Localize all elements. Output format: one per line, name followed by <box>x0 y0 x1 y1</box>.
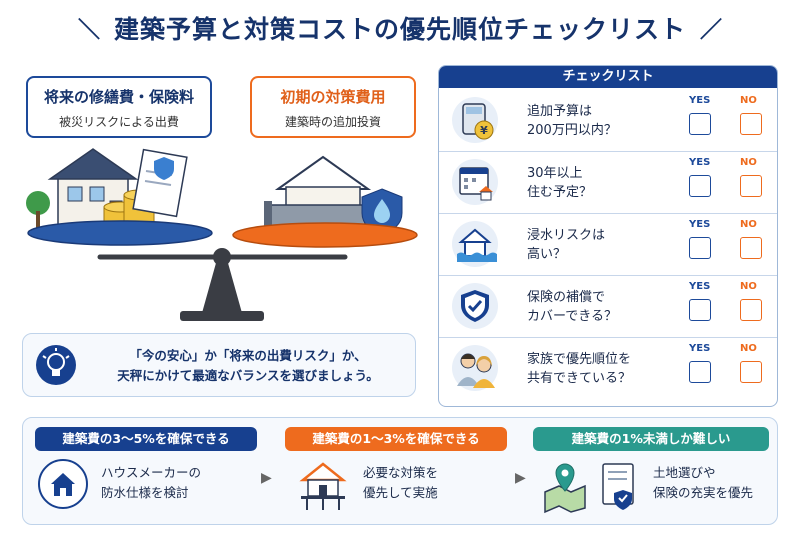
no-checkbox[interactable] <box>740 361 762 383</box>
option-description: ハウスメーカーの 防水仕様を検討 <box>101 463 201 503</box>
svg-text:¥: ¥ <box>480 124 488 137</box>
yes-checkbox[interactable] <box>689 299 711 321</box>
left-decoration-icon: ＼ <box>77 18 100 43</box>
question-line-1: 家族で優先順位を <box>527 352 632 367</box>
no-checkbox[interactable] <box>740 113 762 135</box>
checklist-panel: チェックリスト ¥ 追加予算は 200万円以内？ YES NO <box>438 65 778 407</box>
initial-cost-subtitle: 建築時の追加投資 <box>284 115 381 129</box>
water-shield-icon <box>361 188 403 236</box>
no-label: NO <box>740 219 757 230</box>
option-line-2: 保険の充実を優先 <box>653 485 754 500</box>
option-line-1: 土地選びや <box>653 465 716 480</box>
checklist-header: チェックリスト <box>439 66 777 88</box>
calculator-yen-icon: ¥ <box>452 97 498 143</box>
budget-option-label: 建築費の1〜3%を確保できる <box>285 427 507 451</box>
balance-scale-illustration <box>26 148 418 321</box>
option-description: 土地選びや 保険の充実を優先 <box>653 463 753 503</box>
advice-box: 「今の安心」か「将来の出費リスク」か、 天秤にかけて最適なバランスを選びましょう… <box>22 333 416 397</box>
checklist-question: 追加予算は 200万円以内？ <box>527 102 667 140</box>
option-line-2: 防水仕様を検討 <box>101 485 189 500</box>
house-badge-icon <box>38 459 88 509</box>
question-line-2: 共有できている？ <box>527 371 632 386</box>
family-icon <box>452 345 498 391</box>
checklist-question: 30年以上 住む予定？ <box>527 164 667 202</box>
yes-label: YES <box>689 281 711 292</box>
flooded-house-icon <box>452 221 498 267</box>
question-line-2: カバーできる？ <box>527 309 617 324</box>
no-checkbox[interactable] <box>740 175 762 197</box>
question-line-1: 追加予算は <box>527 104 593 119</box>
question-line-2: 住む予定？ <box>527 185 593 200</box>
no-label: NO <box>740 281 757 292</box>
no-label: NO <box>740 157 757 168</box>
yes-label: YES <box>689 343 711 354</box>
map-pin-document-icon <box>544 463 634 514</box>
yes-label: YES <box>689 95 711 106</box>
checklist-question: 保険の補償で カバーできる？ <box>527 288 667 326</box>
checklist-question: 家族で優先順位を 共有できている？ <box>527 350 667 388</box>
checklist-item: 家族で優先順位を 共有できている？ YES NO <box>439 338 777 400</box>
checklist-item: 30年以上 住む予定？ YES NO <box>439 152 777 214</box>
barrier-house-icon <box>264 155 372 232</box>
question-line-1: 保険の補償で <box>527 290 606 305</box>
page-title: 建築予算と対策コストの優先順位チェックリスト <box>113 15 686 44</box>
budget-option-label: 建築費の3〜5%を確保できる <box>35 427 257 451</box>
yes-label: YES <box>689 219 711 230</box>
question-line-2: 200万円以内？ <box>527 123 617 138</box>
right-decoration-icon: ／ <box>700 18 723 43</box>
no-label: NO <box>740 95 757 106</box>
future-cost-title: 将来の修繕費・保険料 <box>43 88 194 106</box>
insurance-document-icon <box>132 148 188 218</box>
yes-checkbox[interactable] <box>689 361 711 383</box>
no-checkbox[interactable] <box>740 237 762 259</box>
lightbulb-icon <box>36 345 76 385</box>
initial-cost-title: 初期の対策費用 <box>280 88 386 106</box>
option-line-1: 必要な対策を <box>363 465 439 480</box>
no-label: NO <box>740 343 757 354</box>
checklist-item: 保険の補償で カバーできる？ YES NO <box>439 276 777 338</box>
advice-text: 「今の安心」か「将来の出費リスク」か、 天秤にかけて最適なバランスを選びましょう… <box>83 346 413 386</box>
yes-label: YES <box>689 157 711 168</box>
budget-options-band: 建築費の3〜5%を確保できる 建築費の1〜3%を確保できる 建築費の1%未満しか… <box>22 417 778 525</box>
elevated-house-icon <box>299 462 347 510</box>
checklist-item: 浸水リスクは 高い？ YES NO <box>439 214 777 276</box>
title-bar: ＼ 建築予算と対策コストの優先順位チェックリスト ／ <box>0 8 800 48</box>
question-line-1: 浸水リスクは <box>527 228 606 243</box>
option-description: 必要な対策を 優先して実施 <box>363 463 438 503</box>
option-line-1: ハウスメーカーの <box>101 465 202 480</box>
future-cost-subtitle: 被災リスクによる出費 <box>59 115 179 129</box>
question-line-2: 高い？ <box>527 247 567 262</box>
arrow-right-icon: ▶ <box>515 470 526 486</box>
yes-checkbox[interactable] <box>689 237 711 259</box>
checklist-question: 浸水リスクは 高い？ <box>527 226 667 264</box>
future-cost-box: 将来の修繕費・保険料 被災リスクによる出費 <box>26 76 212 138</box>
budget-option-label: 建築費の1%未満しか難しい <box>533 427 769 451</box>
no-checkbox[interactable] <box>740 299 762 321</box>
shield-check-icon <box>452 283 498 329</box>
arrow-right-icon: ▶ <box>261 470 272 486</box>
yes-checkbox[interactable] <box>689 175 711 197</box>
yes-checkbox[interactable] <box>689 113 711 135</box>
option-line-2: 優先して実施 <box>363 485 438 500</box>
initial-cost-box: 初期の対策費用 建築時の追加投資 <box>250 76 416 138</box>
question-line-1: 30年以上 <box>527 166 583 181</box>
checklist-item: ¥ 追加予算は 200万円以内？ YES NO <box>439 90 777 152</box>
advice-line-1: 「今の安心」か「将来の出費リスク」か、 <box>129 348 367 363</box>
advice-line-2: 天秤にかけて最適なバランスを選びましょう。 <box>117 368 379 383</box>
calendar-house-icon <box>452 159 498 205</box>
